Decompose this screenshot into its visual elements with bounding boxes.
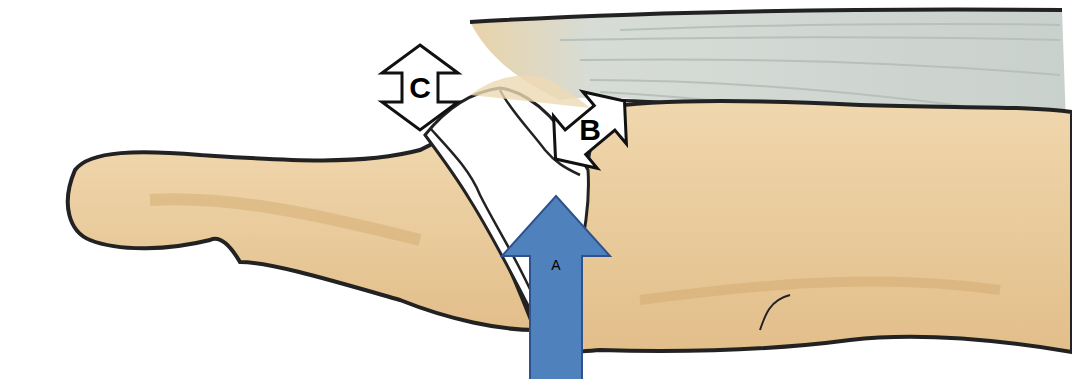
gap-arrow: B <box>540 85 640 175</box>
callout-letter: B <box>579 115 601 145</box>
force-arrow-outline <box>500 194 612 379</box>
gap-arrow: C <box>380 45 460 130</box>
force-arrow: A <box>500 194 612 379</box>
callout-letter: C <box>409 73 431 103</box>
callout-letter: A <box>551 258 560 272</box>
